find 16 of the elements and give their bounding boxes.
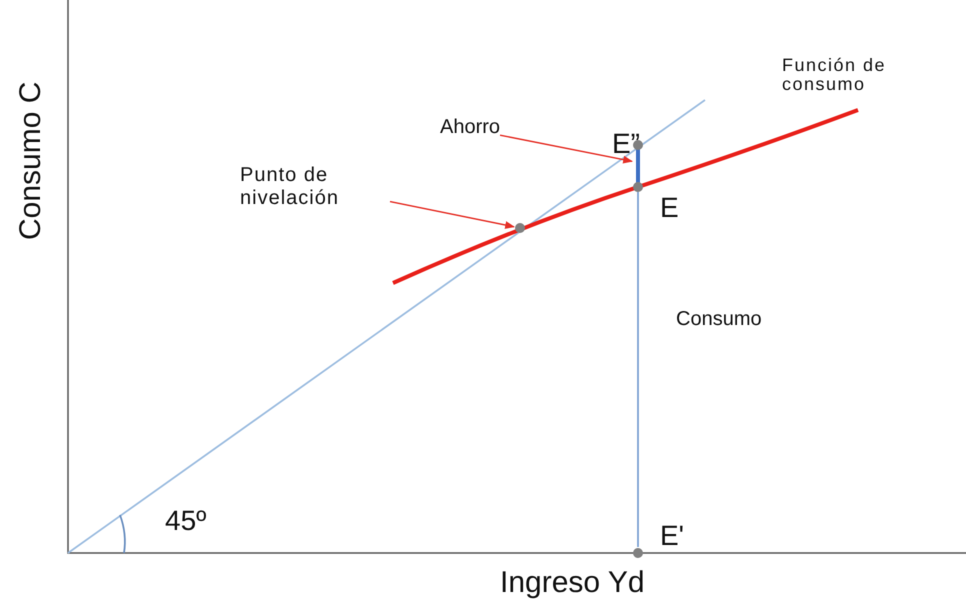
axis-title: Consumo C xyxy=(14,82,48,240)
point-label: E xyxy=(660,192,679,224)
break-even-point xyxy=(515,223,525,233)
leader-arrow xyxy=(390,200,515,229)
curve-label: Función de consumo xyxy=(782,56,888,94)
axis-title: Ingreso Yd xyxy=(500,566,645,600)
point-label: E' xyxy=(660,520,684,552)
point-label: E” xyxy=(612,128,640,160)
break-even-point xyxy=(633,548,643,558)
annotation-text: Punto de nivelación xyxy=(240,164,390,210)
leader-arrow xyxy=(500,134,633,164)
annotation-text: Ahorro xyxy=(440,116,500,139)
connecting-line xyxy=(637,192,639,547)
region-label: Consumo xyxy=(676,308,762,331)
angle-label: 45º xyxy=(165,505,206,538)
break-even-point xyxy=(633,182,643,192)
